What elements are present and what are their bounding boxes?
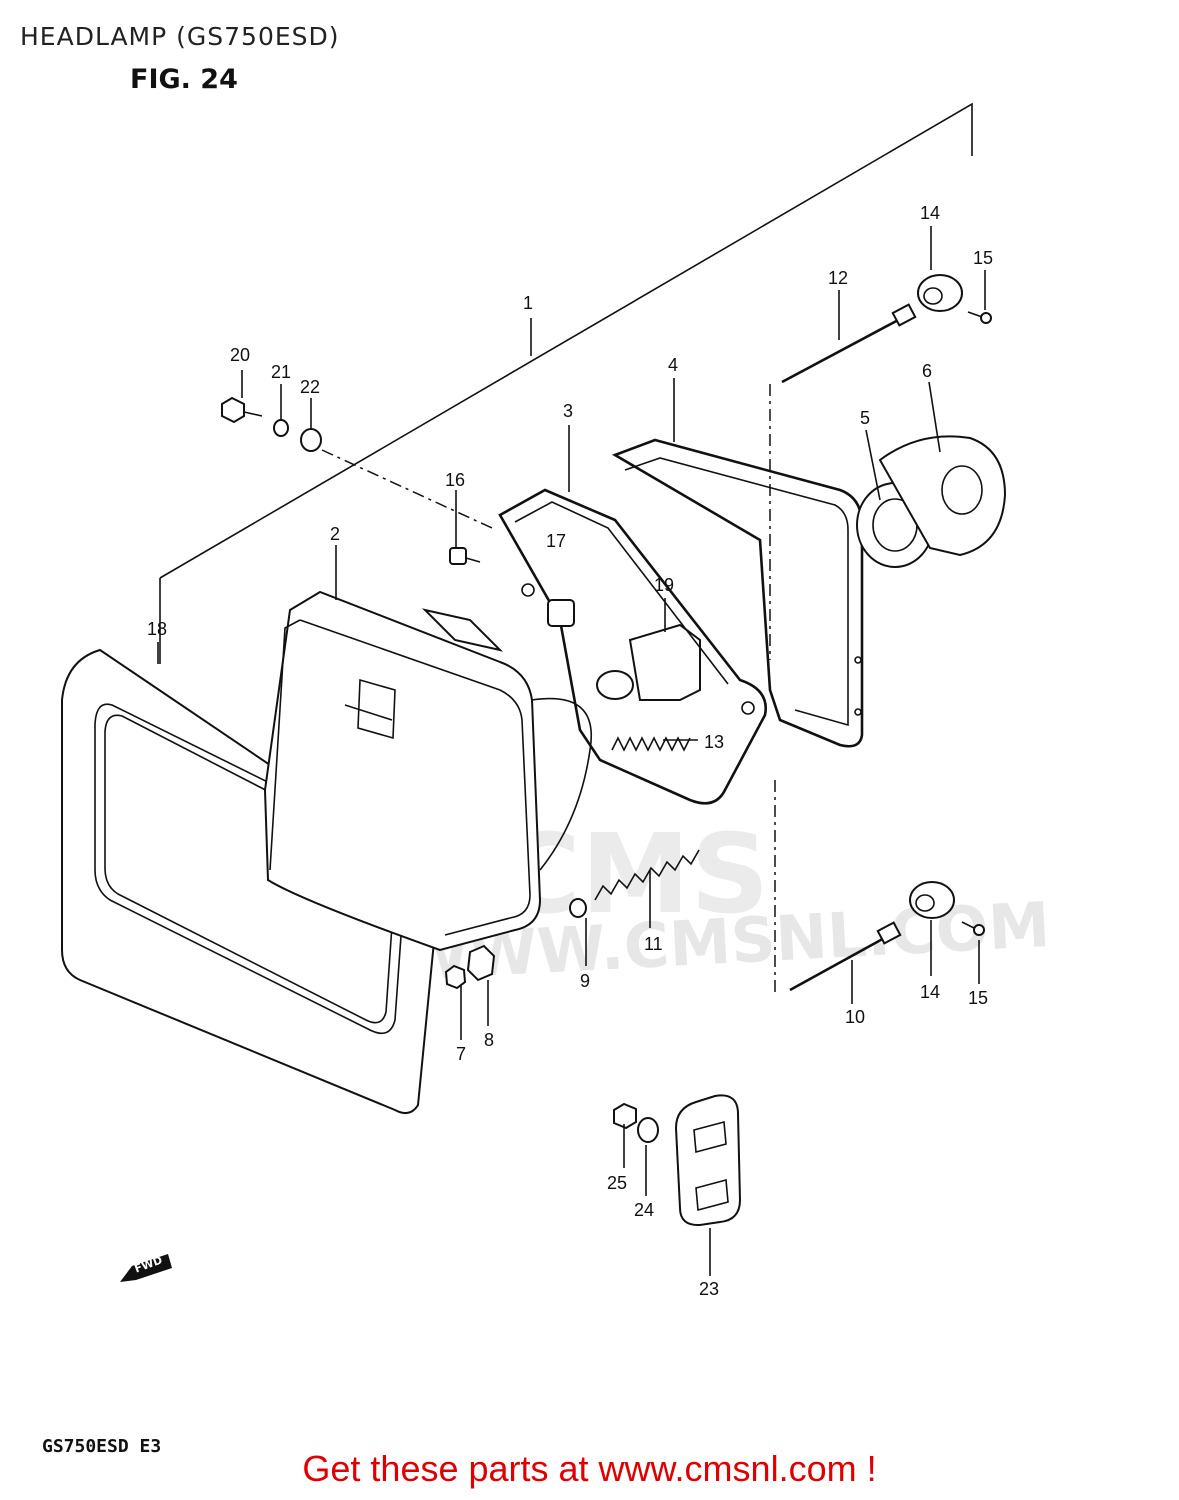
part-socket-cover[interactable] bbox=[878, 435, 1007, 557]
part-washer-24[interactable] bbox=[637, 1117, 659, 1143]
part-screw-16[interactable] bbox=[449, 547, 481, 565]
fwd-arrow-icon bbox=[120, 1254, 172, 1282]
part-spring-lower[interactable] bbox=[594, 849, 700, 901]
part-nut-25[interactable] bbox=[613, 1102, 637, 1130]
shop-link[interactable]: Get these parts at www.cmsnl.com ! bbox=[302, 1448, 877, 1489]
part-adjuster-lower[interactable] bbox=[909, 881, 955, 919]
callout-21: 21 bbox=[271, 362, 291, 382]
callout-10: 10 bbox=[845, 1007, 865, 1027]
callout-13: 13 bbox=[704, 732, 724, 752]
part-washer-21[interactable] bbox=[273, 419, 289, 437]
part-bulb[interactable] bbox=[596, 598, 701, 701]
callout-1: 1 bbox=[523, 293, 533, 313]
callout-8: 8 bbox=[484, 1030, 494, 1050]
callout-25: 25 bbox=[607, 1173, 627, 1193]
callout-5: 5 bbox=[860, 408, 870, 428]
part-headlamp-unit[interactable] bbox=[263, 590, 592, 952]
part-adjuster-upper[interactable] bbox=[917, 274, 963, 312]
callout-19: 19 bbox=[654, 575, 674, 595]
callout-22: 22 bbox=[300, 377, 320, 397]
part-washer-9[interactable] bbox=[569, 898, 587, 918]
part-holder-8[interactable] bbox=[466, 944, 496, 982]
callout-4: 4 bbox=[668, 355, 678, 375]
part-washer-22[interactable] bbox=[300, 428, 322, 452]
page-title: HEADLAMP (GS750ESD) bbox=[20, 22, 340, 51]
part-nut-7[interactable] bbox=[444, 964, 467, 990]
callout-labels: 1 2 3 4 5 6 7 8 9 10 11 12 13 14 14 15 1… bbox=[147, 203, 993, 1299]
leader-lines bbox=[157, 226, 986, 1276]
part-nut-17[interactable] bbox=[547, 599, 575, 627]
callout-9: 9 bbox=[580, 971, 590, 991]
callout-12: 12 bbox=[828, 268, 848, 288]
callout-20: 20 bbox=[230, 345, 250, 365]
callout-24: 24 bbox=[634, 1200, 654, 1220]
callout-7: 7 bbox=[456, 1044, 466, 1064]
callout-14-upper: 14 bbox=[920, 203, 940, 223]
figure-label: FIG. 24 bbox=[130, 64, 238, 95]
assembly-bracket bbox=[159, 102, 973, 664]
part-housing-frame[interactable] bbox=[498, 488, 767, 805]
callout-3: 3 bbox=[563, 401, 573, 421]
callout-15-lower: 15 bbox=[968, 988, 988, 1008]
part-case-frame[interactable] bbox=[611, 438, 864, 748]
part-screw-upper[interactable] bbox=[967, 311, 992, 324]
callout-2: 2 bbox=[330, 524, 340, 544]
callout-14-lower: 14 bbox=[920, 982, 940, 1002]
model-code: GS750ESD E3 bbox=[42, 1436, 162, 1457]
callout-6: 6 bbox=[922, 361, 932, 381]
part-screw-lower[interactable] bbox=[961, 921, 985, 936]
callout-16: 16 bbox=[445, 470, 465, 490]
callout-11: 11 bbox=[644, 934, 663, 954]
callout-18: 18 bbox=[147, 619, 167, 639]
callout-23: 23 bbox=[699, 1279, 719, 1299]
callout-15-upper: 15 bbox=[973, 248, 993, 268]
part-reflector[interactable] bbox=[674, 1094, 742, 1227]
part-bolt-20[interactable] bbox=[221, 396, 263, 424]
part-bolt-upper[interactable] bbox=[781, 303, 917, 384]
part-bolt-lower[interactable] bbox=[789, 921, 902, 992]
callout-17: 17 bbox=[546, 531, 566, 551]
